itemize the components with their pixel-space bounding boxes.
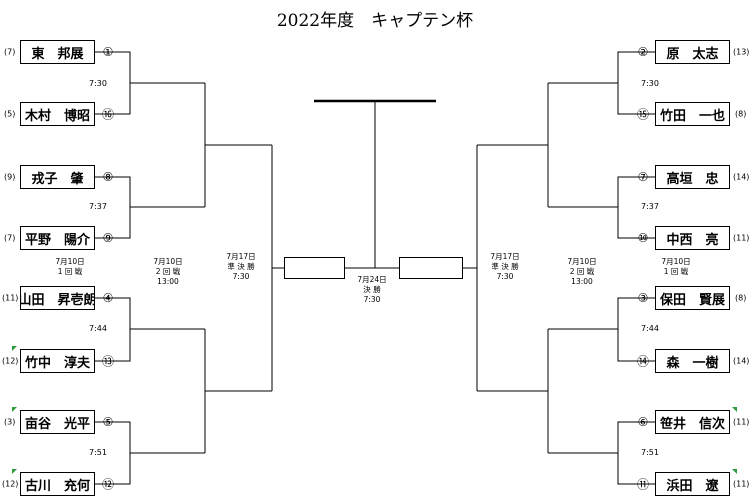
corner-mark [12,469,17,474]
handicap: (7) [4,47,16,57]
match-time: 7:44 [89,324,107,333]
handicap: (12) [2,356,19,366]
sf-right-box [399,257,463,279]
round-label-r1-left: 7月10日 1 回 戦 [55,257,84,277]
match-time: 7:51 [641,448,659,457]
player-box: 浜田 遼 [655,472,730,496]
player-box: 高垣 忠 [655,165,730,189]
round-time: 13:00 [571,277,593,286]
seed-number: ⑪ [636,477,650,492]
corner-mark [732,407,737,412]
round-label-sf-left: 7月17日 準 決 勝 7:30 [226,252,255,282]
match-time: 7:37 [89,202,107,211]
round-label-r2-right: 7月10日 2 回 戦 13:00 [567,257,596,287]
round-date: 7月17日 [490,252,520,261]
handicap: (12) [2,479,19,489]
round-date: 7月10日 [661,257,691,266]
handicap: (13) [733,47,750,57]
page-title: 2022年度 キャプテン杯 [276,11,474,31]
handicap: (5) [4,109,16,119]
handicap: (8) [735,293,747,303]
player-box: 古川 充何 [20,472,95,496]
player-box: 亩谷 光平 [20,410,95,434]
round-label-r1-right: 7月10日 1 回 戦 [661,257,690,277]
player-box: 保田 賢展 [655,286,730,310]
sf-left-box [284,257,345,279]
player-box: 笹井 信次 [655,410,730,434]
round-name: 準 決 勝 [227,262,255,271]
seed-number: ⑩ [637,231,649,245]
round-name: 1 回 戦 [57,267,83,276]
seed-number: ⑤ [102,415,114,429]
player-box: 竹中 淳夫 [20,349,95,373]
seed-number: ② [637,45,649,59]
round-time: 7:30 [363,295,381,304]
seed-number: ⑦ [637,170,649,184]
corner-mark [732,469,737,474]
round-name: 1 回 戦 [663,267,689,276]
player-box: 山田 昇壱朗 [20,286,95,310]
player-box: 森 一樹 [655,349,730,373]
handicap: (11) [733,417,750,427]
handicap: (14) [733,356,750,366]
round-date: 7月10日 [55,257,85,266]
seed-number: ⑮ [636,107,650,122]
seed-number: ⑧ [102,170,114,184]
round-date: 7月17日 [226,252,256,261]
player-box: 平野 陽介 [20,226,95,250]
round-label-final: 7月24日 決 勝 7:30 [357,275,386,305]
round-time: 7:30 [496,272,514,281]
round-name: 2 回 戦 [569,267,595,276]
handicap: (7) [4,233,16,243]
player-box: 原 太志 [655,40,730,64]
corner-mark [12,407,17,412]
round-time: 13:00 [157,277,179,286]
seed-number: ⑥ [637,415,649,429]
seed-number: ⑨ [102,231,114,245]
seed-number: ⑭ [636,354,650,369]
round-date: 7月10日 [153,257,183,266]
round-time: 7:30 [232,272,250,281]
handicap: (8) [735,109,747,119]
round-name: 2 回 戦 [155,267,181,276]
player-box: 中西 亮 [655,226,730,250]
match-time: 7:30 [89,79,107,88]
match-time: 7:44 [641,324,659,333]
match-time: 7:51 [89,448,107,457]
round-label-sf-right: 7月17日 準 決 勝 7:30 [490,252,519,282]
seed-number: ③ [637,291,649,305]
handicap: (11) [733,479,750,489]
player-box: 戎子 肇 [20,165,95,189]
player-box: 木村 博昭 [20,102,95,126]
handicap: (9) [4,172,16,182]
match-time: 7:37 [641,202,659,211]
player-box: 竹田 一也 [655,102,730,126]
corner-mark [12,346,17,351]
seed-number: ⑬ [101,354,115,369]
seed-number: ⑯ [101,107,115,122]
seed-number: ④ [102,291,114,305]
handicap: (11) [733,233,750,243]
handicap: (11) [2,293,19,303]
handicap: (3) [4,417,16,427]
round-name: 準 決 勝 [491,262,519,271]
player-box: 東 邦展 [20,40,95,64]
round-name: 決 勝 [363,285,381,294]
handicap: (14) [733,172,750,182]
round-date: 7月24日 [357,275,387,284]
round-label-r2-left: 7月10日 2 回 戦 13:00 [153,257,182,287]
round-date: 7月10日 [567,257,597,266]
seed-number: ① [102,45,114,59]
seed-number: ⑫ [101,477,115,492]
match-time: 7:30 [641,79,659,88]
